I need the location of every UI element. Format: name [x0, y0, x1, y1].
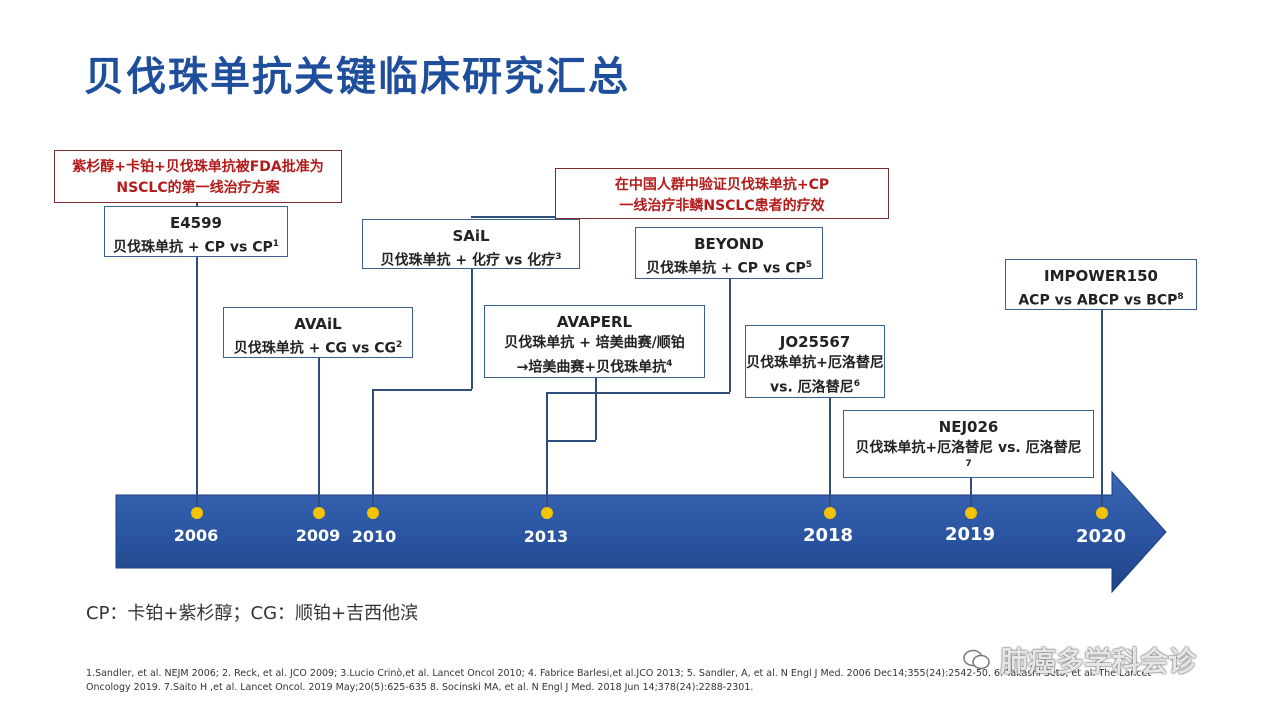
- study-impower150: IMPOWER150 ACP vs ABCP vs BCP8: [1005, 259, 1197, 310]
- study-beyond: BEYOND 贝伐珠单抗 + CP vs CP5: [635, 227, 823, 279]
- year-label: 2009: [295, 526, 341, 545]
- study-desc: 贝伐珠单抗+厄洛替尼: [746, 355, 884, 371]
- study-desc: 贝伐珠单抗 + CG vs CG: [233, 340, 396, 357]
- connector-sail-down: [372, 389, 374, 513]
- study-e4599: E4599 贝伐珠单抗 + CP vs CP1: [104, 206, 288, 257]
- connector-fda-note: [196, 203, 198, 208]
- connector-e4599: [196, 257, 198, 513]
- study-desc: 贝伐珠单抗+厄洛替尼 vs. 厄洛替尼: [855, 440, 1082, 456]
- study-desc: 贝伐珠单抗 + 化疗 vs 化疗: [380, 252, 556, 269]
- timeline-dot: [965, 507, 977, 519]
- timeline-dot: [191, 507, 203, 519]
- year-label: 2013: [523, 527, 569, 546]
- connector-sail-vertical: [471, 269, 473, 389]
- study-desc-2: vs. 厄洛替尼: [770, 379, 854, 396]
- study-desc: 贝伐珠单抗 + 培美曲赛/顺铂: [504, 335, 685, 351]
- study-name: AVAPERL: [556, 313, 633, 331]
- ref-mark: 7: [965, 459, 972, 469]
- study-sail: SAiL 贝伐珠单抗 + 化疗 vs 化疗3: [362, 219, 580, 269]
- ref-mark: 3: [555, 252, 562, 262]
- connector-impower: [1101, 310, 1103, 513]
- ref-mark: 2: [395, 340, 403, 350]
- fda-approval-note: 紫杉醇+卡铂+贝伐珠单抗被FDA批准为 NSCLC的第一线治疗方案: [54, 150, 342, 203]
- ref-mark: 1: [272, 239, 280, 249]
- connector-beyond-h: [596, 392, 730, 394]
- wechat-icon: [963, 649, 990, 670]
- connector-avaperl-c: [546, 392, 596, 394]
- reference-line: 1.Sandler, et al. NEJM 2006; 2. Reck, et…: [86, 668, 1152, 679]
- connector-beyond: [729, 279, 731, 392]
- study-desc: 贝伐珠单抗 + CP vs CP: [112, 239, 273, 256]
- china-validation-note: 在中国人群中验证贝伐珠单抗+CP 一线治疗非鳞NSCLC患者的疗效: [555, 168, 889, 219]
- ref-mark: 5: [805, 260, 813, 270]
- study-name: BEYOND: [694, 235, 764, 253]
- connector-avaperl-b: [546, 440, 596, 442]
- reference-line: Oncology 2019. 7.Saito H ,et al. Lancet …: [86, 682, 754, 693]
- connector-avail: [318, 357, 320, 513]
- connector-jo25567: [829, 397, 831, 513]
- connector-avaperl-a: [595, 377, 597, 440]
- year-label: 2019: [944, 524, 996, 545]
- note-line: 在中国人群中验证贝伐珠单抗+CP: [614, 177, 830, 193]
- year-label: 2020: [1075, 526, 1127, 547]
- study-name: JO25567: [779, 333, 851, 351]
- study-name: E4599: [170, 214, 222, 232]
- year-label: 2006: [173, 526, 219, 545]
- study-avail: AVAiL 贝伐珠单抗 + CG vs CG2: [223, 307, 413, 358]
- study-desc: 贝伐珠单抗 + CP vs CP: [645, 260, 806, 277]
- connector-nej026: [970, 478, 972, 513]
- study-desc: ACP vs ABCP vs BCP: [1018, 292, 1178, 309]
- study-name: IMPOWER150: [1044, 267, 1158, 285]
- year-label: 2010: [351, 527, 397, 546]
- study-desc-2: →培美曲赛+贝伐珠单抗: [516, 359, 667, 376]
- ref-mark: 6: [853, 379, 860, 389]
- note-line: 紫杉醇+卡铂+贝伐珠单抗被FDA批准为: [72, 159, 324, 175]
- timeline-dot: [367, 507, 379, 519]
- study-name: NEJ026: [938, 418, 999, 436]
- study-avaperl: AVAPERL 贝伐珠单抗 + 培美曲赛/顺铂 →培美曲赛+贝伐珠单抗4: [484, 305, 705, 378]
- study-name: SAiL: [452, 227, 490, 245]
- note-line: NSCLC的第一线治疗方案: [116, 180, 280, 196]
- note-line: 一线治疗非鳞NSCLC患者的疗效: [619, 198, 825, 214]
- connector-china-note-h: [471, 216, 557, 218]
- study-nej026: NEJ026 贝伐珠单抗+厄洛替尼 vs. 厄洛替尼 7: [843, 410, 1094, 478]
- study-name: AVAiL: [294, 315, 342, 333]
- references: 1.Sandler, et al. NEJM 2006; 2. Reck, et…: [86, 667, 1226, 695]
- timeline-dot: [1096, 507, 1108, 519]
- year-label: 2018: [802, 525, 854, 546]
- ref-mark: 4: [666, 359, 673, 369]
- timeline-dot: [541, 507, 553, 519]
- timeline-dot: [313, 507, 325, 519]
- ref-mark: 8: [1177, 292, 1184, 302]
- slide-title: 贝伐珠单抗关键临床研究汇总: [84, 54, 630, 100]
- connector-avaperl-d: [546, 392, 548, 513]
- abbreviation-legend: CP：卡铂+紫杉醇；CG：顺铂+吉西他滨: [86, 603, 419, 624]
- timeline-dot: [824, 507, 836, 519]
- connector-sail-horizontal: [372, 389, 472, 391]
- watermark-text: 肺癌多学科会诊: [1000, 645, 1197, 678]
- study-jo25567: JO25567 贝伐珠单抗+厄洛替尼 vs. 厄洛替尼6: [745, 325, 885, 398]
